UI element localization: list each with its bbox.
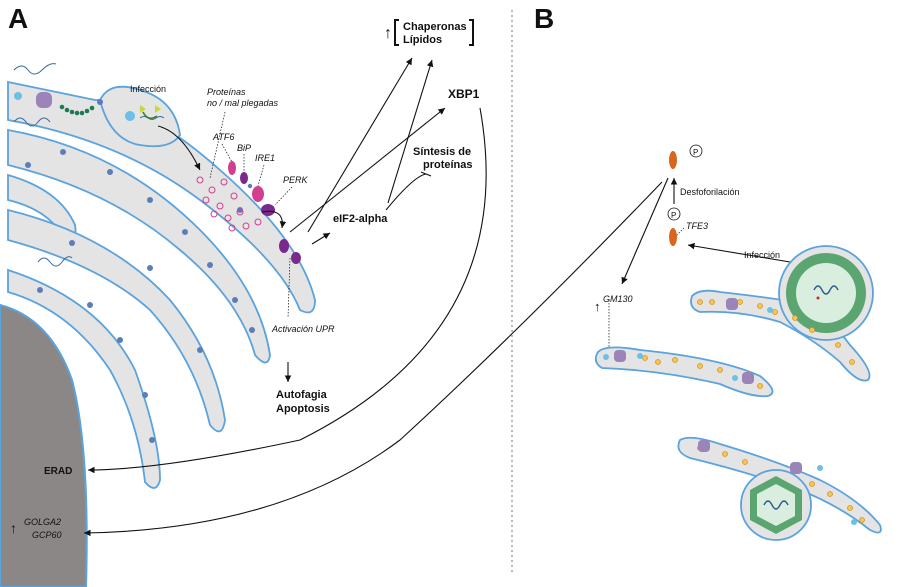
tfe3-dephospho — [669, 151, 677, 169]
phospho-circle-bottom — [667, 207, 681, 221]
perk-dimer — [279, 239, 289, 253]
erad-label: ERAD — [44, 466, 72, 477]
chaperonas-up-arrow: ↑ — [384, 25, 392, 42]
phospho-top-label: P — [693, 148, 698, 157]
mrna-wave-1 — [13, 63, 57, 75]
ribosomes — [25, 99, 255, 443]
er-cisternae — [7, 80, 316, 489]
bracket-left — [394, 19, 399, 46]
mrna-wave-4 — [139, 116, 165, 120]
proteinas-label-2: no / mal plegadas — [207, 98, 279, 108]
golga2-up-arrow: ↑ — [10, 520, 17, 536]
sintesis-label-1: Síntesis de — [413, 146, 471, 158]
bip-receptor — [240, 172, 248, 184]
panel-b-letter: B — [534, 3, 554, 34]
receptors — [228, 161, 301, 264]
eif2-label: eIF2-alpha — [333, 213, 388, 225]
infection-bacterium — [140, 105, 161, 119]
phospho-circle-top — [689, 144, 703, 158]
chaperonas-label: Chaperonas — [403, 21, 467, 33]
leader-lines — [209, 111, 685, 355]
tfe3-phospho — [669, 228, 677, 246]
golgi-proteasomes — [614, 298, 802, 474]
arrows-a — [83, 57, 663, 537]
vacuole-bottom-coil — [763, 500, 789, 510]
infeccion-label-b: Infección — [744, 250, 780, 260]
infeccion-b-arrow — [687, 242, 791, 263]
perk-label: PERK — [283, 175, 309, 185]
er-cisterna-4 — [7, 208, 226, 433]
infeccion-label-a: Infección — [130, 84, 166, 94]
apoptosis-label: Apoptosis — [276, 403, 330, 415]
golgi-blue-vesicles — [603, 307, 857, 525]
gm130-up-arrow: ↑ — [594, 299, 601, 314]
ire1-label: IRE1 — [255, 153, 275, 163]
sintesis-label-2: proteínas — [423, 159, 473, 171]
desfosforilacion-label: Desfoforilación — [680, 187, 740, 197]
gm130-arrow — [621, 177, 669, 285]
panel-a-letter: A — [8, 3, 28, 34]
vacuole-top-coil — [813, 285, 839, 295]
vacuole-top-inner — [796, 263, 856, 323]
misfolded-proteins — [196, 176, 262, 232]
ire1-receptor — [252, 186, 264, 202]
xbp1-label: XBP1 — [448, 87, 480, 101]
bacteria-chain — [59, 104, 95, 116]
nucleus — [0, 303, 88, 587]
proteinas-label-1: Proteínas — [207, 87, 246, 97]
vesicle-a2 — [125, 111, 135, 121]
perk-dimer-2 — [291, 252, 301, 264]
mrna-wave-3 — [37, 256, 73, 267]
mrna-wave-2 — [13, 117, 51, 127]
phospho-bottom-label: P — [671, 211, 676, 220]
autofagia-label: Autofagia — [276, 389, 328, 401]
atf6-label: ATF6 — [212, 132, 234, 142]
perk-receptor — [261, 204, 275, 216]
gcp60-label: GCP60 — [32, 530, 62, 540]
bip-label: BiP — [237, 143, 251, 153]
infection-bulge — [99, 85, 181, 148]
vesicle-a1 — [14, 92, 22, 100]
gm130-label: GM130 — [603, 294, 633, 304]
proteasome-purple-a — [36, 92, 52, 108]
tfe3-label: TFE3 — [686, 221, 708, 231]
golga2-label: GOLGA2 — [24, 517, 61, 527]
activacion-label: Activación UPR — [271, 324, 335, 334]
er-cisterna-2 — [7, 128, 271, 364]
lipidos-label: Lípidos — [403, 34, 442, 46]
bracket-right — [469, 19, 474, 46]
atf6-receptor — [228, 161, 236, 175]
